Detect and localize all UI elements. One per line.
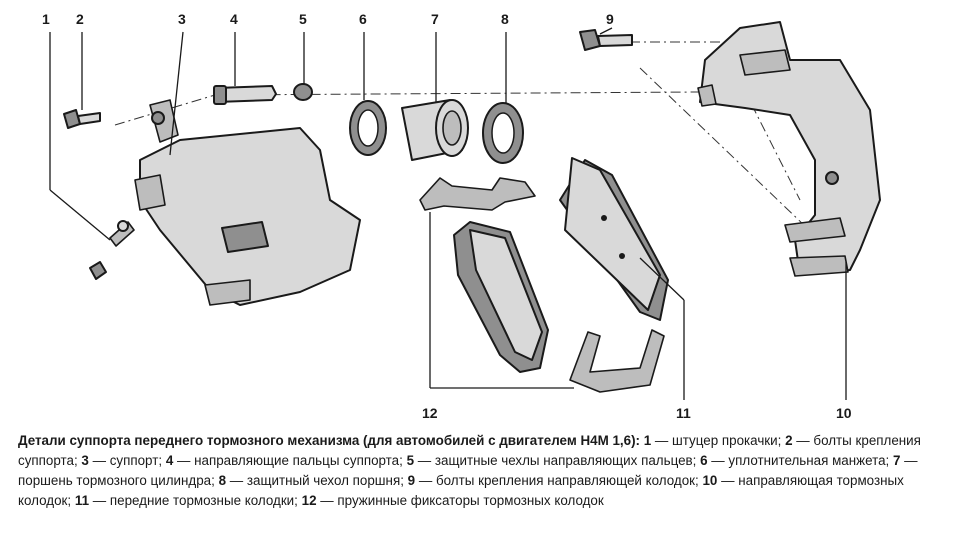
caption-item-text: передние тормозные колодки xyxy=(109,493,295,508)
bleed-screw xyxy=(89,220,135,280)
brake-pad-inner xyxy=(453,221,549,373)
caption-items: 1 — штуцер прокачки; 2 — болты крепления… xyxy=(18,433,921,508)
label-10: 10 xyxy=(836,405,852,421)
caption-item-number: 1 xyxy=(643,433,652,448)
leader-3 xyxy=(169,31,184,156)
caliper-bolt xyxy=(63,109,101,129)
leader-1b xyxy=(49,189,111,241)
caption-item-number: 4 xyxy=(165,453,174,468)
piston-seal-hole xyxy=(357,109,379,147)
label-12: 12 xyxy=(422,405,438,421)
leader-11b xyxy=(639,257,685,301)
caption-item-text: уплотнительная манжета xyxy=(728,453,886,468)
label-7: 7 xyxy=(431,11,439,27)
caption-item-text: болты крепления направляющей колодок xyxy=(435,473,696,488)
caption-title: Детали суппорта переднего тормозного мех… xyxy=(18,433,640,448)
caption-item-number: 9 xyxy=(407,473,416,488)
caption-item-text: защитный чехол поршня xyxy=(246,473,401,488)
caption-item-number: 6 xyxy=(700,453,708,468)
assembly-axis-lower xyxy=(639,67,831,251)
assembly-axis-bolt xyxy=(630,41,801,201)
caption-item-number: 10 xyxy=(702,473,718,488)
caption-item-text: защитные чехлы направляющих пальцев xyxy=(434,453,693,468)
caption-item-number: 8 xyxy=(218,473,227,488)
label-8: 8 xyxy=(501,11,509,27)
caption-item-text: направляющая тормозных колодок xyxy=(18,473,904,508)
pad-spring-lower xyxy=(569,329,665,393)
caption-item-text: поршень тормозного цилиндра xyxy=(18,473,212,488)
caption-item-number: 11 xyxy=(74,493,90,508)
guide-pin-boot xyxy=(293,83,313,101)
caption-item-text: болты крепления суппорта xyxy=(18,433,921,468)
caption-item-number: 2 xyxy=(785,433,793,448)
caption-item-number: 5 xyxy=(406,453,415,468)
caption-item-number: 12 xyxy=(301,493,317,508)
pad-carrier-bracket xyxy=(697,21,881,277)
figure-caption: Детали суппорта переднего тормозного мех… xyxy=(18,431,946,511)
label-3: 3 xyxy=(178,11,186,27)
caption-item-text: направляющие пальцы суппорта xyxy=(194,453,400,468)
guide-pin xyxy=(213,85,277,105)
caption-item-text: штуцер прокачки xyxy=(672,433,778,448)
brake-pad-outer xyxy=(559,157,669,321)
caliper-body xyxy=(134,99,361,306)
pad-spring-upper xyxy=(419,177,536,211)
leader-9 xyxy=(599,27,613,35)
label-5: 5 xyxy=(299,11,307,27)
label-1: 1 xyxy=(42,11,50,27)
caption-item-number: 3 xyxy=(81,453,89,468)
exploded-view-diagram: 1 2 3 4 5 6 7 8 9 10 11 12 xyxy=(42,11,881,421)
caption-item-text: пружинные фиксаторы тормозных колодок xyxy=(337,493,604,508)
caption-item-text: суппорт xyxy=(109,453,159,468)
guide-bolt xyxy=(579,29,633,51)
piston-boot-hole xyxy=(491,112,515,154)
label-4: 4 xyxy=(230,11,238,27)
label-6: 6 xyxy=(359,11,367,27)
label-9: 9 xyxy=(606,11,614,27)
label-2: 2 xyxy=(76,11,84,27)
piston xyxy=(401,99,469,161)
caption-item-number: 7 xyxy=(893,453,901,468)
label-11: 11 xyxy=(676,405,691,421)
